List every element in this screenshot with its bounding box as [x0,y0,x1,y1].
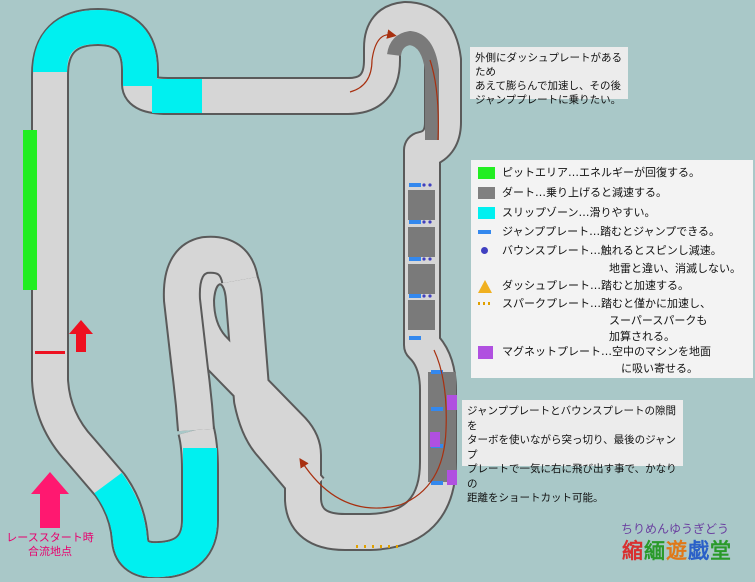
note-line: ジャンププレートに乗りたい。 [475,94,622,106]
legend-text: ジャンププレート…踏むとジャンプできる。 [502,225,721,238]
logo-char: 縮 [622,539,644,563]
spark-plate-icon [478,302,490,305]
legend-text: 地雷と違い、消滅しない。 [609,262,741,275]
logo-char: 堂 [710,539,732,563]
logo-char: 戯 [688,539,710,563]
legend-text: バウンスプレート…触れるとスピンし減速。 [502,244,722,257]
legend-text: マグネットプレート…空中のマシンを地面 [502,345,711,358]
note-top: 外側にダッシュプレートがあるため あえて膨らんで加速し、その後 ジャンププレート… [470,47,628,106]
logo-char: 緬 [644,539,666,563]
dirt-icon [478,187,495,199]
bounce-plate-icon [481,247,488,254]
direction-arrow-icon [69,320,93,352]
note-line: 距離をショートカット可能。 [467,492,604,504]
legend-text: スリップゾーン…滑りやすい。 [502,206,656,219]
pit-area [23,130,37,290]
note-line: あえて膨らんで加速し、その後 [475,80,621,92]
legend-text: ダート…乗り上げると減速する。 [502,186,667,199]
note-line: ターボを使いながら突っ切り、最後のジャンプ [467,434,677,461]
dirt-area [408,264,435,294]
dirt-area [408,300,435,330]
legend-text: に吸い寄せる。 [621,362,698,375]
dirt-area [408,227,435,257]
pit-area-icon [478,167,495,179]
logo-char: 遊 [666,539,688,563]
legend-text: スパークプレート…踏むと僅かに加速し、 [502,297,711,310]
legend: ピットエリア…エネルギーが回復する。 ダート…乗り上げると減速する。 スリップゾ… [471,160,753,378]
start-label: レーススタート時 合流地点 [0,531,100,559]
dash-plate-icon [478,280,492,293]
slip-zone-icon [478,207,495,219]
legend-text: ダッシュプレート…踏むと加速する。 [502,279,689,292]
magnet-plate-icon [478,346,493,359]
note-bottom: ジャンププレートとバウンスプレートの隙間を ターボを使いながら突っ切り、最後のジ… [462,400,683,504]
bounce-plates [422,183,432,298]
racing-line-top [349,29,397,93]
spark-plates [356,545,398,548]
start-line [35,351,65,354]
magnet-plates [430,395,457,485]
logo-subtitle: ちりめんゆうぎどう [620,522,729,536]
racing-line-top [429,59,439,141]
logo: 縮緬遊戯堂 [612,535,742,565]
dirt-area [408,190,435,220]
start-label-line: 合流地点 [28,545,72,558]
dirt-area [387,30,439,140]
slip-zones [33,9,217,578]
jump-plate-icon [478,230,491,234]
dirt-area [428,372,456,482]
start-arrow-icon [31,472,69,528]
legend-text: ピットエリア…エネルギーが回復する。 [502,166,700,179]
legend-text: スーパースパークも [609,314,708,327]
start-label-line: レーススタート時 [6,531,94,544]
note-line: ジャンププレートとバウンスプレートの隙間を [467,405,676,432]
note-line: 外側にダッシュプレートがあるため [475,52,622,78]
note-line: プレートで一気に右に飛び出す事で、かなりの [467,463,677,490]
legend-text: 加算される。 [609,330,675,343]
racing-line-bottom [299,349,447,509]
